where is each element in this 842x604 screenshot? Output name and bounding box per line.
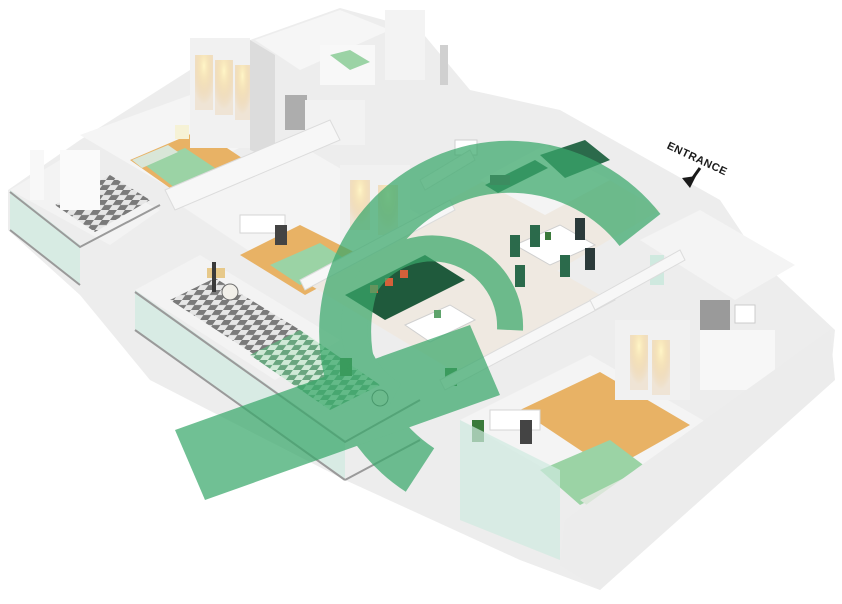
balcony-left	[9, 150, 161, 286]
bedroom-bottom-right	[460, 320, 835, 590]
right-bathroom	[640, 210, 795, 390]
arrow-down-right-icon	[682, 167, 702, 188]
watermark-logo	[175, 140, 661, 500]
bedroom-top-left	[80, 38, 275, 195]
